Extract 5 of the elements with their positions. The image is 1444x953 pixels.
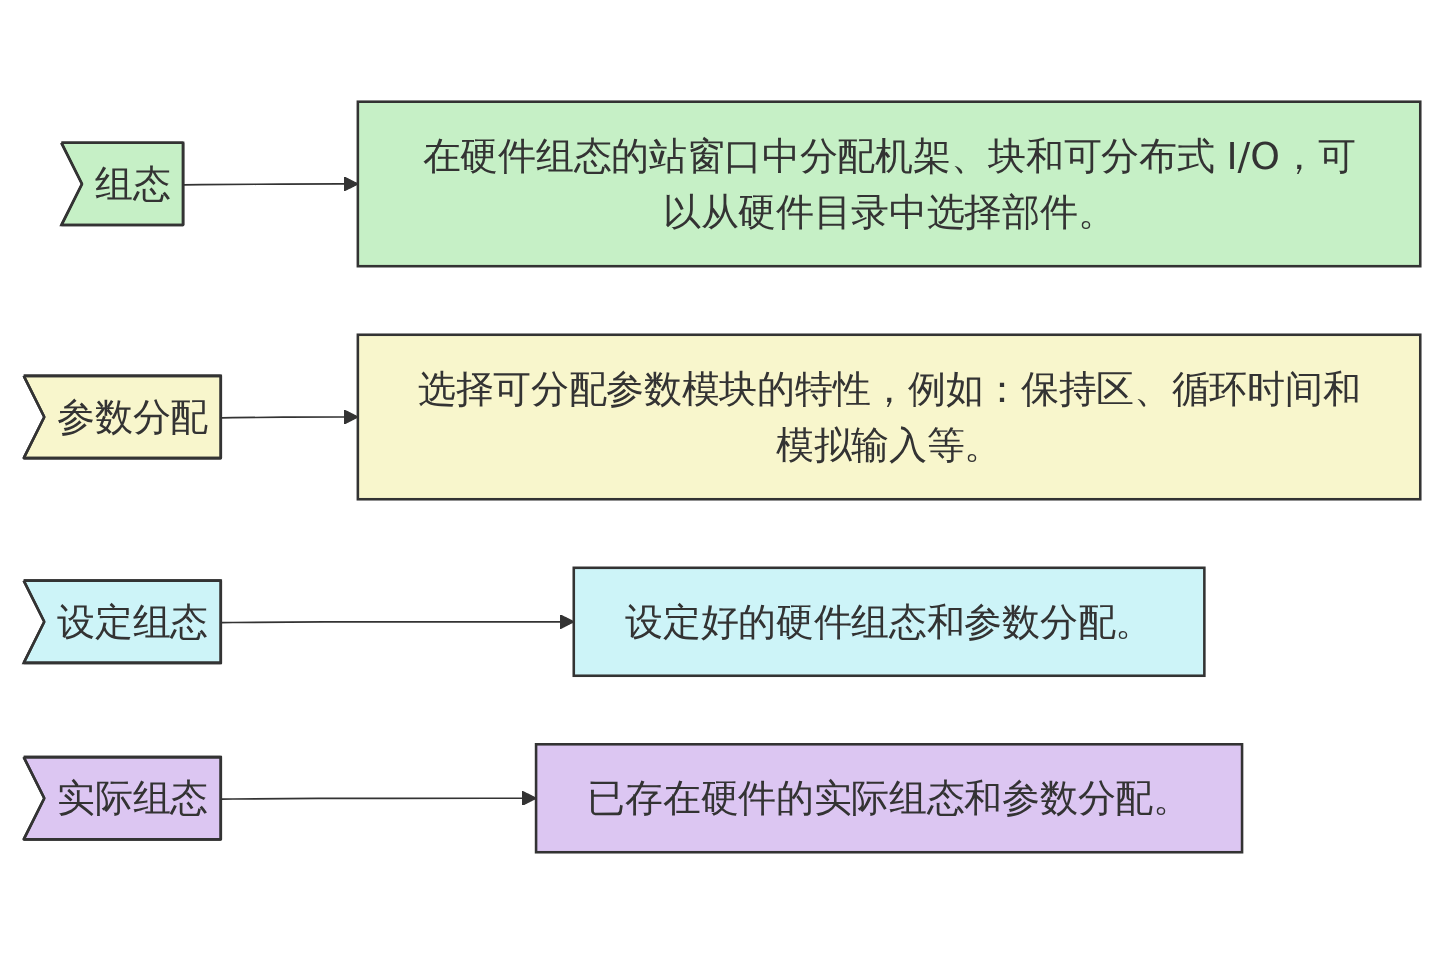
node-box: 设定好的硬件组态和参数分配。: [572, 566, 1206, 677]
node-box: 已存在硬件的实际组态和参数分配。: [534, 742, 1244, 854]
node-box: 选择可分配参数模块的特性，例如：保持区、循环时间和模拟输入等。: [356, 333, 1422, 501]
node-box: 在硬件组态的站窗口中分配机架、块和可分布式 I/O，可以从硬件目录中选择部件。: [356, 99, 1422, 267]
arrow: [220, 790, 537, 806]
